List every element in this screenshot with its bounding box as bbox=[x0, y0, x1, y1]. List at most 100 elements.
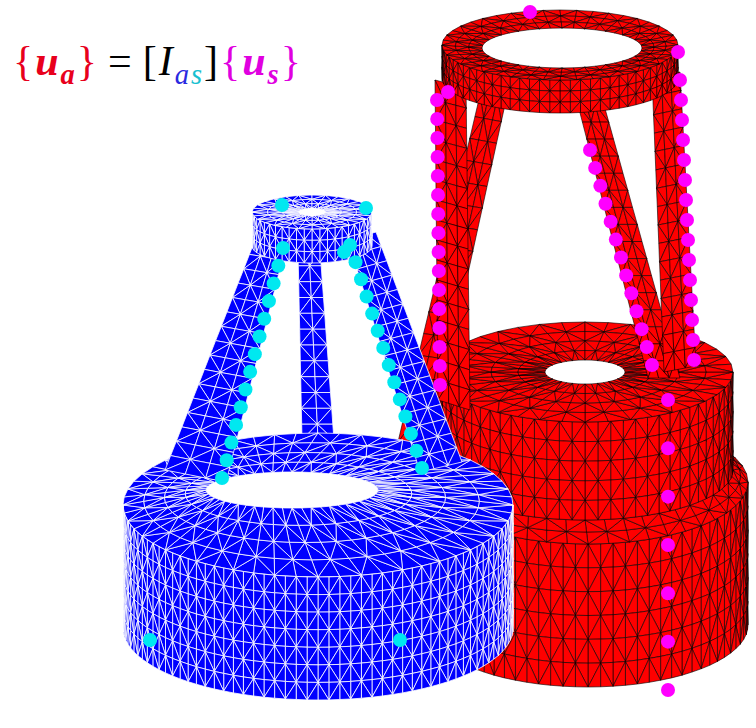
mesh-element bbox=[680, 427, 690, 450]
mesh-element bbox=[559, 441, 572, 461]
mesh-element bbox=[744, 616, 746, 640]
mesh-element bbox=[539, 589, 551, 614]
mesh-element bbox=[464, 420, 472, 443]
mesh-element bbox=[692, 621, 701, 648]
mesh-element bbox=[446, 103, 457, 126]
mesh-element bbox=[483, 142, 492, 165]
mesh-element bbox=[662, 315, 672, 335]
mesh-element bbox=[491, 372, 519, 375]
mesh-element bbox=[560, 91, 570, 102]
mesh-element bbox=[585, 412, 604, 422]
mesh-element bbox=[614, 391, 628, 401]
mesh-element bbox=[518, 372, 545, 375]
mesh-element bbox=[600, 332, 614, 343]
mesh-element bbox=[520, 89, 530, 100]
mesh-element bbox=[504, 654, 515, 680]
mesh-element bbox=[680, 450, 690, 470]
mesh-element bbox=[605, 122, 614, 139]
mesh-element bbox=[463, 90, 469, 101]
mesh-element bbox=[515, 611, 526, 635]
mesh-element bbox=[706, 475, 713, 498]
red-body-top bbox=[437, 322, 733, 422]
red-leg bbox=[398, 95, 506, 446]
mesh-element bbox=[628, 94, 636, 107]
mesh-element bbox=[645, 379, 675, 382]
mesh-element bbox=[534, 479, 546, 499]
mesh-element bbox=[480, 427, 490, 450]
mesh-element bbox=[649, 537, 660, 563]
mesh-element bbox=[671, 278, 682, 296]
mesh-element bbox=[448, 343, 459, 366]
mesh-element bbox=[572, 441, 585, 461]
mesh-element bbox=[585, 441, 598, 461]
mesh-element bbox=[480, 410, 490, 430]
mesh-element bbox=[446, 183, 457, 206]
mesh-element bbox=[542, 343, 556, 353]
mesh-element bbox=[585, 322, 604, 332]
mesh-element bbox=[514, 336, 530, 347]
mesh-element bbox=[540, 80, 550, 91]
mesh-element bbox=[585, 500, 598, 520]
mesh-element bbox=[547, 460, 560, 480]
mesh-element bbox=[458, 286, 469, 309]
mesh-element bbox=[575, 592, 588, 616]
mesh-element bbox=[625, 589, 637, 614]
mesh-element bbox=[539, 636, 551, 661]
mesh-element bbox=[625, 566, 637, 590]
mesh-element bbox=[539, 541, 551, 566]
mesh-element bbox=[588, 568, 601, 592]
mesh-element bbox=[581, 90, 591, 102]
red-ring-side bbox=[442, 45, 678, 113]
mesh-element bbox=[623, 207, 637, 224]
mesh-element bbox=[661, 654, 672, 680]
mesh-element bbox=[717, 586, 724, 614]
mesh-element bbox=[666, 168, 677, 186]
mesh-element bbox=[667, 205, 678, 223]
mesh-element bbox=[447, 206, 458, 226]
mesh-element bbox=[585, 384, 596, 394]
mesh-element bbox=[477, 390, 509, 396]
mesh-element bbox=[674, 352, 686, 370]
mesh-element bbox=[663, 352, 674, 372]
mesh-element bbox=[614, 156, 623, 173]
mesh-element bbox=[611, 499, 624, 519]
mesh-element bbox=[547, 479, 560, 500]
mesh-element bbox=[705, 366, 734, 372]
mesh-element bbox=[547, 499, 560, 519]
mesh-element bbox=[623, 419, 635, 440]
mesh-element bbox=[515, 585, 526, 611]
mesh-element bbox=[613, 543, 625, 567]
mesh-element bbox=[560, 102, 570, 113]
mesh-element bbox=[661, 278, 671, 298]
mesh-element bbox=[636, 458, 648, 478]
mesh-element bbox=[559, 480, 572, 500]
mesh-element bbox=[551, 566, 563, 591]
mesh-element bbox=[585, 422, 598, 442]
mesh-element bbox=[575, 351, 586, 360]
mesh-element bbox=[449, 383, 460, 406]
mesh-element bbox=[690, 404, 699, 427]
mesh-element bbox=[490, 410, 500, 432]
mesh-element bbox=[654, 115, 664, 133]
mesh-element bbox=[566, 412, 585, 422]
mesh-element bbox=[484, 94, 492, 107]
mesh-element bbox=[623, 497, 635, 518]
mesh-element bbox=[562, 322, 585, 332]
mesh-element bbox=[575, 544, 588, 568]
mesh-element bbox=[706, 397, 713, 420]
mesh-element bbox=[623, 207, 637, 224]
mesh-element bbox=[457, 189, 468, 209]
mesh-element bbox=[573, 383, 579, 393]
mesh-element bbox=[649, 537, 660, 563]
mesh-element bbox=[572, 422, 585, 442]
mesh-element bbox=[504, 654, 515, 680]
mesh-element bbox=[607, 530, 630, 542]
mesh-element bbox=[591, 100, 601, 112]
mesh-element bbox=[710, 546, 718, 570]
mesh-element bbox=[477, 94, 485, 105]
mesh-element bbox=[551, 543, 563, 567]
mesh-element bbox=[728, 459, 731, 483]
mesh-element bbox=[701, 594, 710, 621]
mesh-element bbox=[650, 90, 656, 101]
